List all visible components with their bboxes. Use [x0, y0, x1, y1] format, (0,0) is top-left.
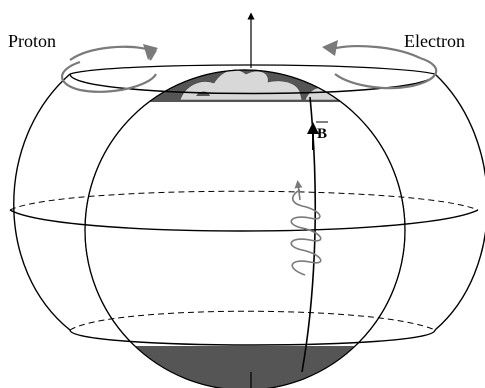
proton-arrow-arc	[70, 47, 150, 60]
electron-arrow-head	[322, 40, 338, 56]
earth-sphere	[60, 60, 440, 388]
curved-arrow-left-icon	[335, 58, 436, 88]
b-field-label: B	[317, 126, 327, 142]
electron-label: Electron	[404, 31, 465, 51]
proton-label: Proton	[8, 31, 56, 51]
south-polar-cap	[60, 346, 440, 388]
